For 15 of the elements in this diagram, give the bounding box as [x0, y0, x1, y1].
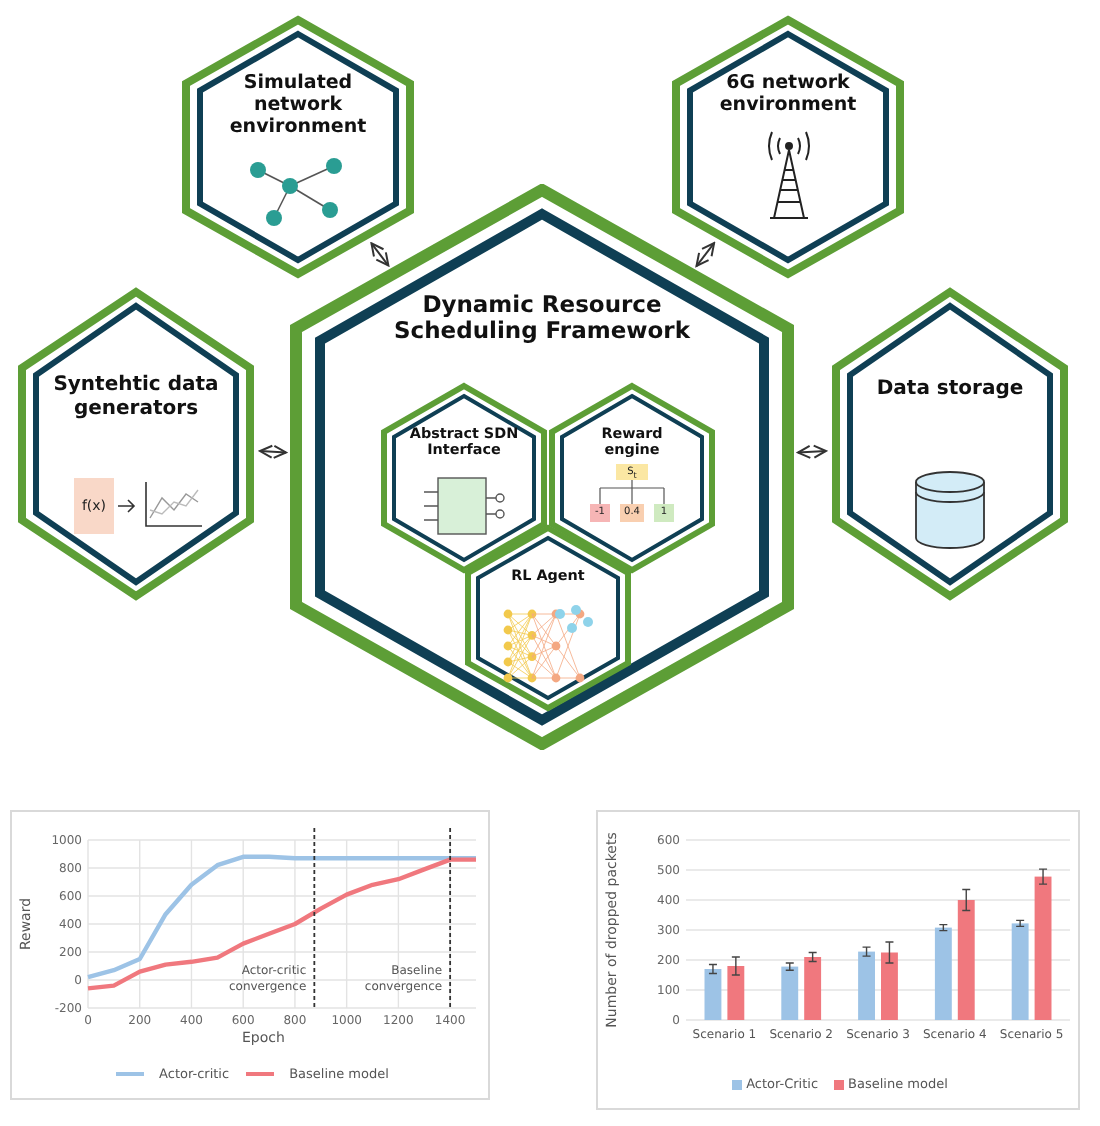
hexagon-node — [830, 286, 1070, 602]
node-title: 6G network environment — [717, 74, 859, 118]
double-arrow — [695, 242, 716, 267]
hexagon-node — [464, 524, 632, 712]
node-title: Syntehtic data generators — [51, 374, 221, 420]
double-arrow — [797, 444, 827, 459]
node-title: Data storage — [874, 378, 1026, 401]
node-title: Simulated network environment — [227, 74, 369, 140]
hexagon-node — [16, 286, 256, 602]
hexagon-node — [180, 14, 416, 280]
double-arrow — [259, 444, 287, 459]
hexagon-node — [290, 184, 794, 750]
hexagon-node — [670, 14, 906, 280]
double-arrow — [370, 242, 390, 267]
node-title: Dynamic Resource Scheduling Framework — [392, 292, 692, 345]
